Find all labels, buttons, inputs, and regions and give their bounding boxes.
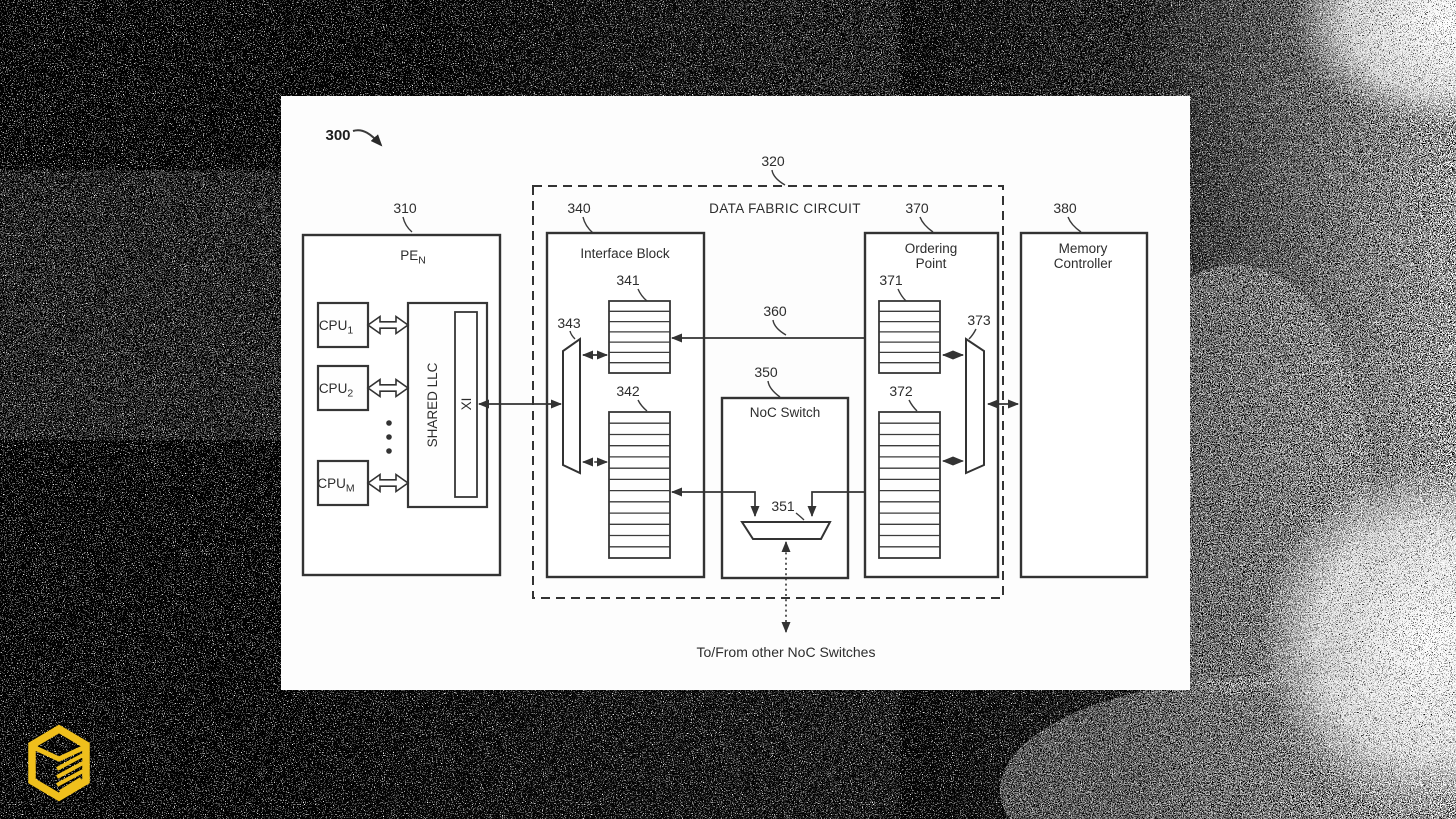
queue-342-rows bbox=[609, 422, 670, 548]
noc-switch-block: 350 NoC Switch 351 bbox=[671, 364, 876, 633]
ordering-point-block: 370 Ordering Point 371 372 373 bbox=[863, 200, 1000, 579]
mux-351 bbox=[740, 521, 832, 540]
figure-ref-300: 300 bbox=[325, 127, 383, 147]
ordering-point-title-line1: Ordering bbox=[905, 241, 958, 256]
ref-370-label: 370 bbox=[905, 200, 929, 216]
ref-340-label: 340 bbox=[567, 200, 591, 216]
queue-341 bbox=[608, 300, 671, 374]
data-fabric-block: 320 DATA FABRIC CIRCUIT bbox=[532, 153, 1004, 599]
memory-controller-block: 380 Memory Controller bbox=[1019, 200, 1149, 579]
ordering-point-title-line2: Point bbox=[916, 256, 947, 271]
ref-373-label: 373 bbox=[967, 312, 991, 328]
ref-351-leader bbox=[795, 512, 805, 521]
interface-block: 340 Interface Block 341 342 343 bbox=[545, 200, 706, 579]
ref-300-arrow bbox=[352, 129, 383, 147]
ref-372-label: 372 bbox=[889, 383, 913, 399]
queue-341-rows bbox=[609, 310, 670, 364]
ref-342-label: 342 bbox=[616, 383, 640, 399]
ref-380-label: 380 bbox=[1053, 200, 1077, 216]
pe-block: 310 PEN CPU1 CPU2 CPUM SHARED LLC XI bbox=[301, 200, 502, 577]
cpu1-box bbox=[316, 301, 370, 349]
cpu1-llc-arrow bbox=[366, 314, 410, 336]
cpum-box bbox=[316, 459, 370, 507]
cpu-ellipsis-dots bbox=[386, 420, 392, 454]
ref-300-label: 300 bbox=[325, 127, 350, 144]
ref-342-leader bbox=[637, 399, 648, 412]
data-fabric-title: DATA FABRIC CIRCUIT bbox=[709, 201, 861, 216]
cpu2-label: CPU2 bbox=[319, 381, 354, 400]
mux351-to-queue372-route bbox=[807, 487, 876, 517]
ref-320-label: 320 bbox=[761, 153, 785, 169]
pe-title: PEN bbox=[400, 248, 426, 267]
queue-371 bbox=[878, 300, 941, 374]
ref-370-leader bbox=[919, 216, 934, 233]
mux-343 bbox=[562, 337, 581, 475]
logo-icon bbox=[28, 724, 90, 802]
ref-380-leader bbox=[1067, 216, 1082, 233]
ref-343-leader bbox=[569, 330, 576, 340]
shared-llc-label: SHARED LLC bbox=[425, 362, 440, 447]
ref-341-label: 341 bbox=[616, 272, 640, 288]
mux-373 bbox=[965, 337, 985, 475]
ref-320-leader bbox=[771, 169, 786, 186]
ref-371-label: 371 bbox=[879, 272, 903, 288]
noc-switch-title: NoC Switch bbox=[750, 405, 821, 420]
hexagon-box-logo bbox=[28, 724, 90, 802]
ref-360-label: 360 bbox=[763, 303, 787, 319]
queue342-to-mux351-route bbox=[671, 487, 760, 517]
memory-controller-title-line2: Controller bbox=[1054, 256, 1113, 271]
queue-342 bbox=[608, 411, 671, 559]
cpum-llc-arrow bbox=[366, 472, 410, 494]
ref-310-leader bbox=[402, 216, 413, 233]
ref-350-leader bbox=[767, 380, 781, 398]
ref-350-label: 350 bbox=[754, 364, 778, 380]
cpu2-llc-arrow bbox=[366, 377, 410, 399]
queue-372 bbox=[878, 411, 941, 559]
ref-372-leader bbox=[908, 399, 918, 412]
ref-310-label: 310 bbox=[393, 200, 417, 216]
bottom-note: To/From other NoC Switches bbox=[697, 644, 876, 660]
interface-block-title: Interface Block bbox=[580, 246, 670, 261]
queue-372-rows bbox=[879, 422, 940, 548]
data-fabric-dashed-box bbox=[532, 185, 1004, 599]
ref-351-label: 351 bbox=[771, 498, 795, 514]
bus-360: 360 bbox=[671, 303, 878, 343]
cpum-label: CPUM bbox=[317, 476, 354, 495]
cpu1-label: CPU1 bbox=[319, 318, 354, 337]
xi-label: XI bbox=[459, 398, 474, 411]
ref-373-leader bbox=[968, 328, 977, 340]
noc-switch-box bbox=[720, 396, 850, 580]
memory-controller-title-line1: Memory bbox=[1059, 241, 1108, 256]
queue-371-rows bbox=[879, 310, 940, 364]
ref-343-label: 343 bbox=[557, 315, 581, 331]
memory-controller-box bbox=[1019, 231, 1149, 579]
xi-box bbox=[454, 311, 478, 498]
